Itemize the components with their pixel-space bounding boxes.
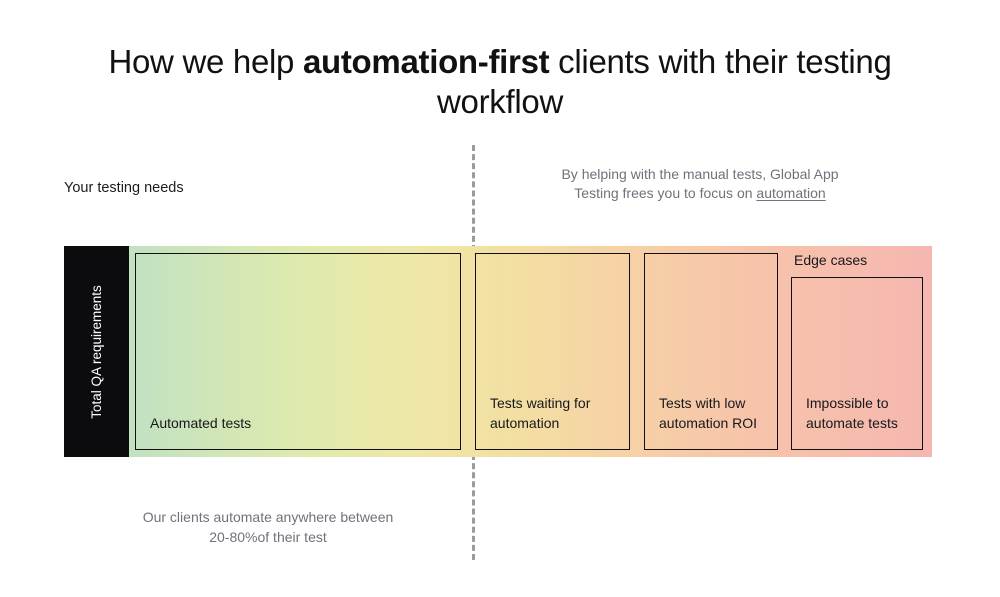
total-qa-axis-label: Total QA requirements: [88, 284, 104, 419]
segment-tests-waiting-for-automation[interactable]: Tests waiting for automation: [475, 253, 630, 450]
title-part-after: clients with their testing workflow: [437, 43, 892, 120]
title-part-before: How we help: [108, 43, 303, 80]
segment-tests-low-automation-roi[interactable]: Tests with low automation ROI: [644, 253, 778, 450]
segment-label: Tests with low automation ROI: [659, 395, 758, 431]
segment-impossible-to-automate-tests[interactable]: Impossible to automate tests: [791, 277, 923, 450]
left-caption: Your testing needs: [64, 180, 184, 196]
segment-automated-tests[interactable]: Automated tests: [135, 253, 461, 450]
bottom-caption-line2: 20-80%of their test: [209, 529, 327, 545]
right-caption-line2: Testing frees you to focus on: [574, 185, 757, 201]
bottom-caption: Our clients automate anywhere between 20…: [134, 507, 402, 547]
qa-requirements-chart: Total QA requirements Automated tests Te…: [64, 246, 932, 457]
bottom-caption-line1: Our clients automate anywhere between: [142, 509, 394, 525]
automation-link[interactable]: automation: [756, 185, 826, 201]
right-caption: By helping with the manual tests, Global…: [528, 165, 872, 203]
title-emphasis: automation-first: [302, 43, 550, 80]
segment-label: Tests waiting for automation: [490, 395, 591, 431]
page-title: How we help automation-first clients wit…: [70, 42, 930, 122]
gradient-bar: [64, 246, 932, 457]
right-caption-line1: By helping with the manual tests, Global…: [561, 166, 839, 182]
segment-label: Impossible to automate tests: [806, 395, 898, 431]
segment-label: Automated tests: [150, 415, 252, 431]
total-qa-axis-bar: Total QA requirements: [64, 246, 129, 457]
edge-cases-label: Edge cases: [794, 252, 868, 268]
